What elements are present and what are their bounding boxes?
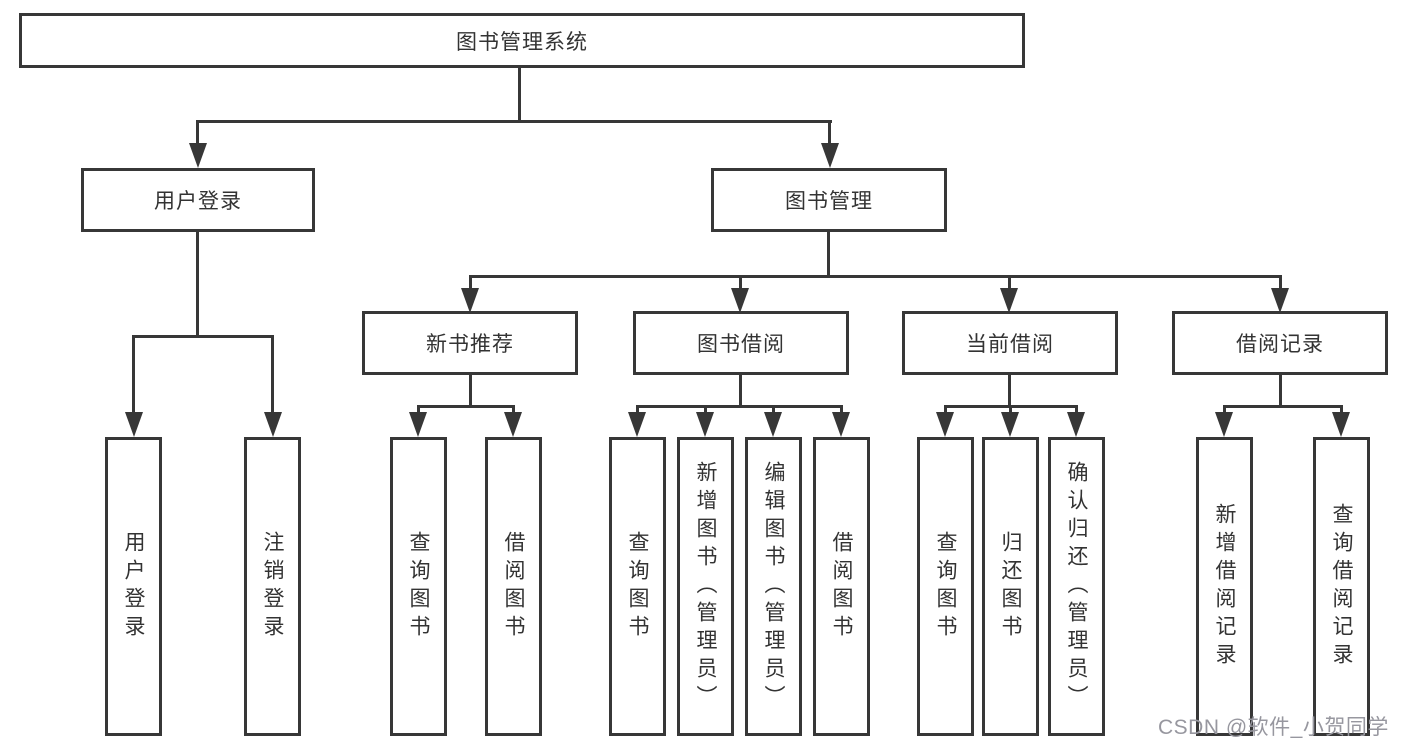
- connector-line: [196, 120, 199, 147]
- arrow-down-icon: [1215, 412, 1233, 437]
- leaf-borrow-books-borrowing: 借阅图书: [813, 437, 870, 736]
- node-borrowing-records-label: 借阅记录: [1236, 333, 1324, 356]
- leaf-add-book-admin: 新增图书（管理员）: [677, 437, 734, 736]
- arrow-down-icon: [936, 412, 954, 437]
- connector-line: [1279, 375, 1282, 407]
- leaf-label: 借阅图书: [830, 530, 854, 643]
- connector-line: [196, 232, 199, 338]
- arrow-down-icon: [1000, 288, 1018, 313]
- watermark: CSDN @软件_小贺同学: [1158, 716, 1389, 739]
- connector-line: [1279, 275, 1282, 293]
- connector-line: [1075, 405, 1078, 417]
- arrow-down-icon: [461, 288, 479, 313]
- connector-line: [739, 275, 742, 293]
- connector-line: [512, 405, 515, 417]
- arrow-down-icon: [189, 143, 207, 168]
- node-current-borrowing-label: 当前借阅: [966, 333, 1054, 356]
- leaf-label: 注销登录: [261, 530, 285, 643]
- arrow-down-icon: [832, 412, 850, 437]
- node-borrowing-records: 借阅记录: [1172, 311, 1388, 375]
- arrow-down-icon: [264, 412, 282, 437]
- leaf-label: 查询图书: [934, 530, 958, 643]
- leaf-label: 查询图书: [407, 530, 431, 643]
- leaf-label: 归还图书: [999, 530, 1023, 643]
- connector-line: [132, 335, 135, 415]
- connector-line: [469, 275, 1282, 278]
- leaf-label: 查询借阅记录: [1330, 502, 1354, 671]
- leaf-return-book: 归还图书: [982, 437, 1039, 736]
- node-new-book-recommend: 新书推荐: [362, 311, 578, 375]
- leaf-confirm-return-admin: 确认归还（管理员）: [1048, 437, 1105, 736]
- connector-line: [827, 232, 830, 277]
- connector-line: [271, 335, 274, 415]
- leaf-label: 用户登录: [122, 530, 146, 643]
- arrow-down-icon: [764, 412, 782, 437]
- node-book-management-label: 图书管理: [785, 190, 873, 213]
- leaf-borrow-books-recommend: 借阅图书: [485, 437, 542, 736]
- connector-line: [469, 275, 472, 293]
- leaf-label: 借阅图书: [502, 530, 526, 643]
- leaf-user-login: 用户登录: [105, 437, 162, 736]
- arrow-down-icon: [409, 412, 427, 437]
- connector-line: [1340, 405, 1343, 417]
- leaf-logout: 注销登录: [244, 437, 301, 736]
- leaf-label: 编辑图书（管理员）: [762, 460, 786, 713]
- arrow-down-icon: [1332, 412, 1350, 437]
- arrow-down-icon: [1067, 412, 1085, 437]
- connector-line: [1008, 275, 1011, 293]
- connector-line: [944, 405, 947, 417]
- arrow-down-icon: [504, 412, 522, 437]
- leaf-query-books-recommend: 查询图书: [390, 437, 447, 736]
- leaf-label: 新增借阅记录: [1213, 502, 1237, 671]
- connector-line: [1223, 405, 1226, 417]
- connector-line: [739, 375, 742, 407]
- connector-line: [828, 120, 831, 147]
- connector-line: [636, 405, 639, 417]
- arrow-down-icon: [1271, 288, 1289, 313]
- connector-line: [704, 405, 707, 417]
- leaf-add-borrow-record: 新增借阅记录: [1196, 437, 1253, 736]
- leaf-edit-book-admin: 编辑图书（管理员）: [745, 437, 802, 736]
- connector-line: [1008, 375, 1011, 407]
- arrow-down-icon: [696, 412, 714, 437]
- connector-line: [469, 375, 472, 407]
- connector-line: [133, 335, 274, 338]
- arrow-down-icon: [821, 143, 839, 168]
- node-new-book-recommend-label: 新书推荐: [426, 333, 514, 356]
- node-book-management: 图书管理: [711, 168, 947, 232]
- arrow-down-icon: [1001, 412, 1019, 437]
- node-book-borrowing: 图书借阅: [633, 311, 849, 375]
- connector-line: [840, 405, 843, 417]
- arrow-down-icon: [628, 412, 646, 437]
- node-user-login: 用户登录: [81, 168, 315, 232]
- connector-line: [1009, 405, 1012, 417]
- node-book-borrowing-label: 图书借阅: [697, 333, 785, 356]
- leaf-label: 查询图书: [626, 530, 650, 643]
- node-root-label: 图书管理系统: [456, 30, 588, 54]
- node-current-borrowing: 当前借阅: [902, 311, 1118, 375]
- arrow-down-icon: [125, 412, 143, 437]
- leaf-query-books-current: 查询图书: [917, 437, 974, 736]
- connector-line: [417, 405, 420, 417]
- leaf-query-books-borrowing: 查询图书: [609, 437, 666, 736]
- connector-line: [196, 120, 832, 123]
- leaf-label: 新增图书（管理员）: [694, 460, 718, 713]
- arrow-down-icon: [731, 288, 749, 313]
- node-root-library-system: 图书管理系统: [19, 13, 1025, 68]
- connector-line: [518, 68, 521, 121]
- node-user-login-label: 用户登录: [154, 190, 242, 213]
- connector-line: [1223, 405, 1343, 408]
- connector-line: [772, 405, 775, 417]
- connector-line: [636, 405, 843, 408]
- leaf-query-borrow-record: 查询借阅记录: [1313, 437, 1370, 736]
- connector-line: [417, 405, 515, 408]
- leaf-label: 确认归还（管理员）: [1065, 460, 1089, 713]
